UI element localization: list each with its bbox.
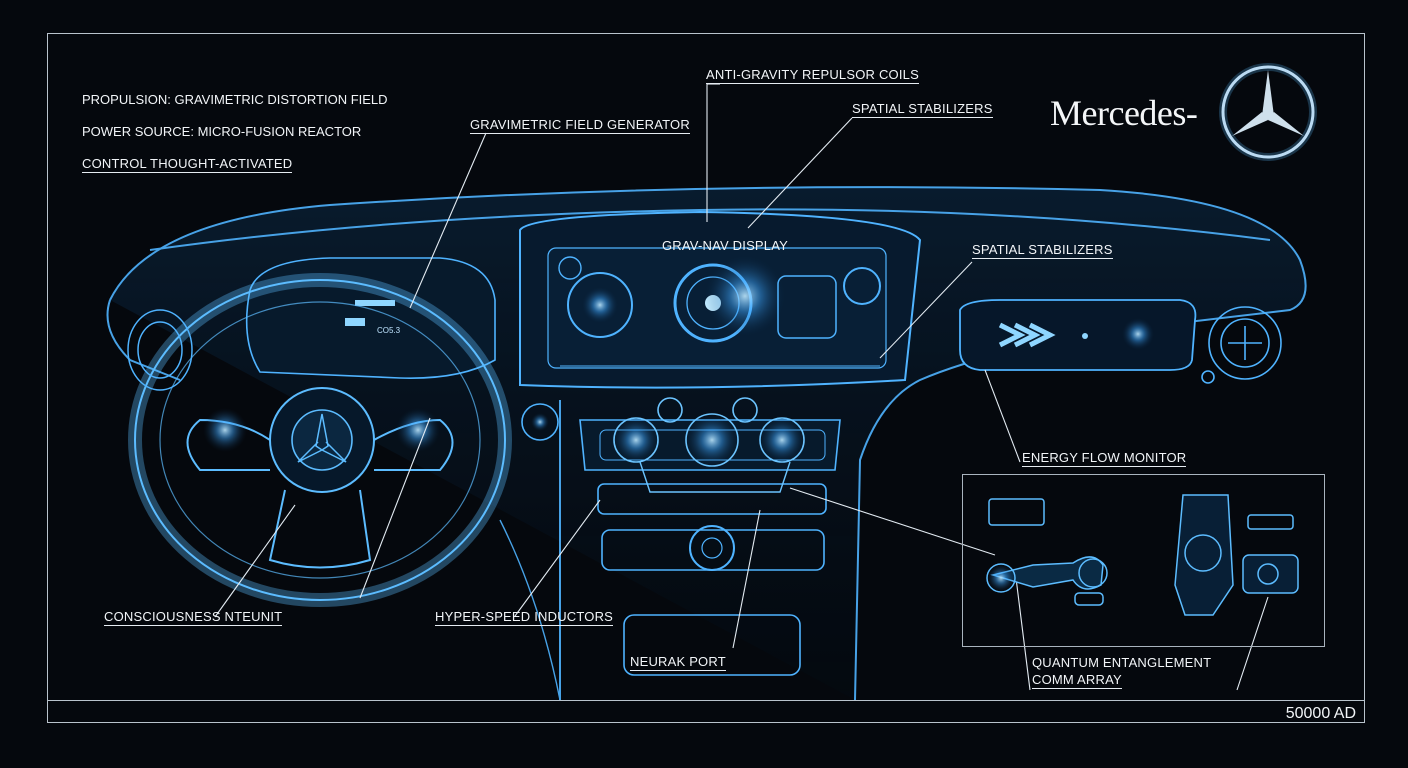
callout-hyper-speed-inductors: HYPER-SPEED INDUCTORS bbox=[435, 609, 614, 626]
callout-energy-flow-monitor: ENERGY FLOW MONITOR bbox=[1022, 450, 1187, 467]
callout-grav-nav-display: GRAV-NAV DISPLAY bbox=[662, 238, 789, 253]
callout-gravimetric-field-generator: GRAVIMETRIC FIELD GENERATOR bbox=[470, 117, 690, 134]
blueprint-frame bbox=[47, 33, 1365, 723]
right-energy-panel bbox=[959, 299, 1197, 371]
callout-neural-port: NEURAK PORT bbox=[630, 654, 726, 671]
spec-power-source: POWER SOURCE: MICRO-FUSION REACTOR bbox=[82, 124, 362, 139]
instrument-cluster bbox=[245, 257, 496, 379]
callout-quantum-entanglement: QUANTUM ENTANGLEMENT bbox=[1032, 655, 1212, 670]
spec-propulsion: PROPULSION: GRAVIMETRIC DISTORTION FIELD bbox=[82, 92, 388, 107]
callout-spatial-stabilizers-top: SPATIAL STABILIZERS bbox=[852, 101, 993, 118]
callout-repulsor-coils: ANTI-GRAVITY REPULSOR COILS bbox=[706, 67, 919, 84]
inductor-cluster bbox=[613, 397, 805, 493]
quantum-detail-inset bbox=[962, 474, 1325, 647]
frame-footer-divider bbox=[47, 700, 1365, 701]
callout-comm-array: COMM ARRAY bbox=[1032, 672, 1122, 689]
brand-wordmark: Mercedes- bbox=[1050, 93, 1198, 133]
cluster-readout: CO5.3 bbox=[377, 326, 401, 335]
spec-control: CONTROL THOUGHT-ACTIVATED bbox=[82, 156, 293, 173]
steering-wheel bbox=[128, 273, 512, 607]
callout-leader-lines bbox=[214, 83, 1269, 691]
year-stamp: 50000 AD bbox=[1285, 705, 1356, 722]
central-display bbox=[519, 210, 922, 389]
three-pointed-star-icon bbox=[1219, 63, 1317, 161]
left-air-vent bbox=[127, 309, 193, 391]
callout-spatial-stabilizers-right: SPATIAL STABILIZERS bbox=[972, 242, 1113, 259]
right-air-vent bbox=[1201, 306, 1282, 384]
quantum-component-diagram bbox=[986, 494, 1299, 616]
callout-consciousness-unit: CONSCIOUSNESS NTEUNIT bbox=[104, 609, 283, 626]
